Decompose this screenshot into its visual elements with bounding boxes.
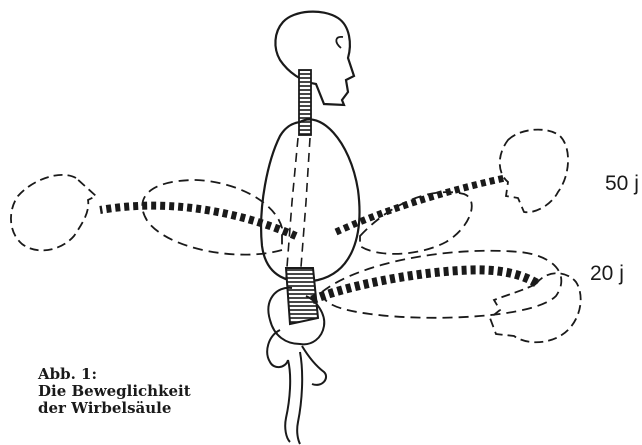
bend-left-head [11, 175, 96, 251]
upright-cervical-spine [299, 70, 311, 135]
upright-ear [336, 37, 343, 48]
bend-50-spine [336, 178, 505, 232]
age-label-50: 50 j [605, 172, 639, 196]
upright-head [275, 12, 354, 105]
age-label-20: 20 j [590, 262, 624, 286]
caption-line-2: Die Beweglichkeit [38, 383, 191, 400]
bend-50-head [500, 130, 568, 213]
caption-line-1: Abb. 1: [38, 366, 191, 383]
femur [285, 352, 302, 444]
figure-caption: Abb. 1: Die Beweglichkeit der Wirbelsäul… [38, 366, 191, 417]
caption-line-3: der Wirbelsäule [38, 400, 191, 417]
bend-left-spine [100, 206, 296, 236]
upright-torso-guide [286, 138, 310, 280]
bend-20-head [490, 273, 581, 342]
